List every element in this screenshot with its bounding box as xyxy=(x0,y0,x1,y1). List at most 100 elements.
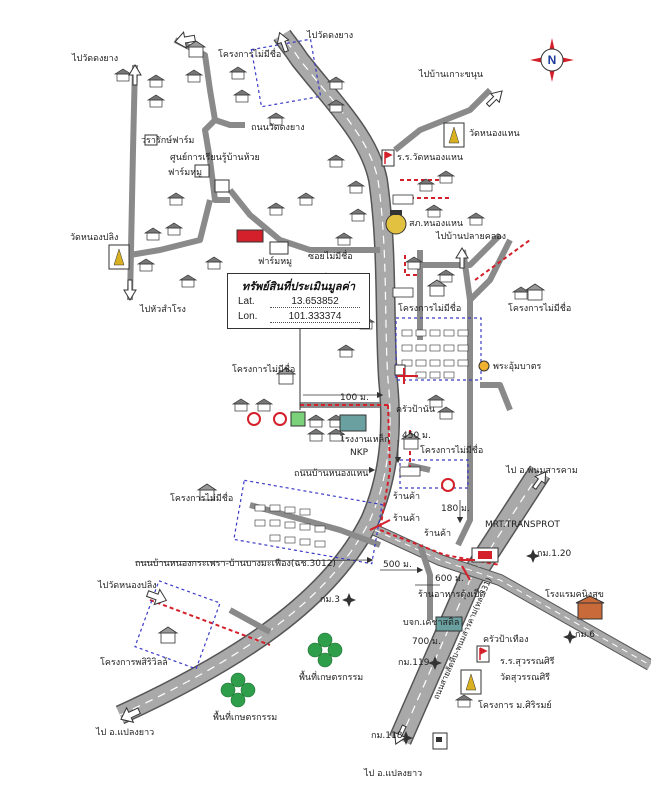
label-farm-mu: ฟาร์มหมู xyxy=(168,166,202,178)
building-icon xyxy=(275,367,297,385)
label-shop-1: ร้านค้า xyxy=(393,491,420,502)
label-to-wat-dong-yang-top: ไปวัดดงยาง xyxy=(306,30,353,41)
house-icon xyxy=(348,208,368,222)
house-icon xyxy=(426,394,446,408)
house-icon xyxy=(466,212,486,226)
house-icon xyxy=(436,406,456,420)
compass-icon: N xyxy=(530,38,574,82)
house-icon xyxy=(113,68,133,82)
secondary-roads xyxy=(127,37,513,635)
label-school-suwan: ร.ร.สุวรรณศิรี xyxy=(500,656,555,667)
label-mrt-transport: MRT.TRANSPROT xyxy=(485,520,560,530)
arrow-icon xyxy=(174,31,196,49)
label-no-name-project-right2: โครงการไม่มีชื่อ xyxy=(508,301,571,314)
label-company-kaset: บจก.เคชาสติล xyxy=(403,617,459,628)
label-no-name-project-mid: โครงการไม่มีชื่อ xyxy=(420,443,483,456)
label-dist-450: 450 ม. xyxy=(402,431,431,441)
arrow-icon xyxy=(123,279,137,301)
latitude-value: 13.653852 xyxy=(270,296,360,308)
house-icon xyxy=(232,89,252,103)
building-icons xyxy=(157,40,546,644)
red-ticks xyxy=(369,368,475,581)
label-school-nong-haen: ร.ร.วัดหนองแหน xyxy=(397,153,463,163)
label-phra-um-bat: พระอุ้มบาตร xyxy=(493,361,542,372)
km-marker-icon xyxy=(342,593,356,607)
label-soc-nong-haen: สภ.หนองแหน xyxy=(409,219,463,229)
arrow-icon xyxy=(145,588,168,606)
label-krua-pa-nan: ครัวป้านัน xyxy=(396,404,435,415)
house-icon xyxy=(326,99,346,113)
label-road-main: ถนนบ้านหนองกระเพรา-บ้านบางมะเฟือง(ฉช.301… xyxy=(135,558,336,569)
house-icon xyxy=(231,398,251,412)
house-cluster-left xyxy=(254,504,326,548)
speed-signs xyxy=(247,412,455,492)
house-icon xyxy=(404,256,424,270)
label-road-ban-nong-haen: ถนนบ้านหนองแหน xyxy=(294,468,368,479)
building-icon xyxy=(185,40,207,58)
road-sign-icon xyxy=(247,412,261,426)
house-icon xyxy=(254,398,274,412)
label-wararuk-farm: วรารักษ์ฟาร์ม xyxy=(141,134,194,146)
label-steel-factory: โรงงานเหล็ก xyxy=(340,432,390,445)
house-icon xyxy=(204,256,224,270)
connector-road xyxy=(372,524,651,671)
building-icon xyxy=(426,279,448,297)
house-icon xyxy=(184,69,204,83)
house-icon xyxy=(436,170,456,184)
arrow-icon xyxy=(531,471,547,491)
property-title: ทรัพย์สินที่ประเมินมูลค่า xyxy=(241,281,356,293)
house-icon xyxy=(306,428,326,442)
building-icon xyxy=(524,283,546,301)
label-shop-3: ร้านค้า xyxy=(424,528,451,539)
compass-letter: N xyxy=(548,53,557,67)
label-restaurant-duck: ร้านอาหารตุ้งเป็ด xyxy=(418,587,485,600)
house-icon xyxy=(511,286,531,300)
house-icon xyxy=(346,180,366,194)
label-km-119: กม.119 xyxy=(398,658,430,668)
label-km-3: กม.3 xyxy=(320,595,340,605)
distance-arrows xyxy=(134,391,464,586)
poi-marker-icon xyxy=(478,360,490,372)
temple-icon xyxy=(460,669,482,695)
school-flag-icon xyxy=(476,645,490,663)
arrow-icon xyxy=(393,724,407,745)
house-icon xyxy=(326,76,346,90)
agriculture-trees xyxy=(220,632,343,708)
arrow-icon xyxy=(455,247,469,269)
building-icon xyxy=(157,626,179,644)
house-icon xyxy=(143,227,163,241)
label-km-120: กม.1.20 xyxy=(537,549,572,559)
label-project-siri-m: โครงการ ม.ศิริรมย์ xyxy=(478,699,552,711)
subject-property xyxy=(290,328,306,427)
label-wat-nong-pling: วัดหนองปลิง xyxy=(70,232,118,243)
latitude-label: Lat. xyxy=(238,296,255,307)
label-dist-180: 180 ม. xyxy=(441,504,470,514)
label-nkp: NKP xyxy=(350,448,369,458)
label-agri-area-2: พื้นที่เกษตรกรรม xyxy=(213,710,277,723)
km-marker-icon xyxy=(526,549,540,563)
label-soi-no-name: ซอยไม่มีชื่อ xyxy=(308,249,353,262)
vehicle-icons xyxy=(236,229,499,563)
km-marker-icon xyxy=(563,630,577,644)
house-icon xyxy=(334,232,354,246)
road-sign-icon xyxy=(441,478,455,492)
label-shop-2: ร้านค้า xyxy=(393,513,420,524)
house-icon xyxy=(336,344,356,358)
house-icon xyxy=(146,74,166,88)
building-icon xyxy=(400,432,422,450)
label-km-6: กม.6 xyxy=(575,630,595,640)
label-hotel: โรงแรมคนิงสุข xyxy=(545,589,604,600)
label-no-name-project-right: โครงการไม่มีชื่อ xyxy=(398,301,461,314)
label-krua-pa-thueang: ครัวป้าเทือง xyxy=(483,634,528,645)
house-icons xyxy=(113,66,531,708)
house-icon xyxy=(326,154,346,168)
longitude-label: Lon. xyxy=(238,311,258,322)
label-dist-700: 700 ม. xyxy=(412,637,441,647)
house-icon xyxy=(436,269,456,283)
red-car-icon xyxy=(236,229,264,243)
arrow-icon xyxy=(128,64,142,86)
km-marker-icon xyxy=(428,656,442,670)
map-labels: ไปวัดดงยาง ไปวัดดงยาง ไปบ้านเกาะขนุน วัด… xyxy=(70,30,604,779)
label-to-phanom-sarakham: ไป อ.พนมสารคาม xyxy=(505,465,578,476)
